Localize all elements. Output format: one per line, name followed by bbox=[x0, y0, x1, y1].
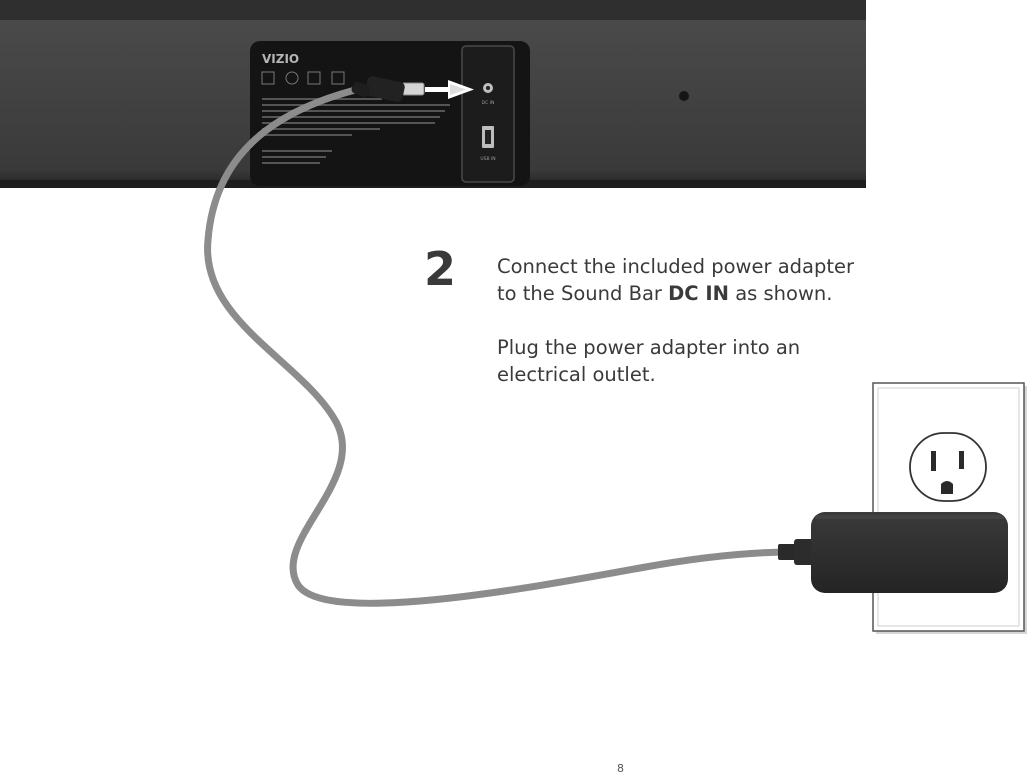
soundbar: VIZIO DC IN bbox=[0, 0, 866, 188]
soundbar-screw-hole bbox=[679, 91, 689, 101]
brand-logo: VIZIO bbox=[262, 52, 299, 66]
instruction-line-1: Connect the included power adapter bbox=[497, 255, 855, 278]
page-number: 8 bbox=[617, 762, 624, 775]
outlet-slot-left bbox=[931, 451, 936, 471]
power-adapter-icon bbox=[778, 512, 1008, 593]
outlet-slot-right bbox=[959, 451, 964, 469]
instruction-line-3: Plug the power adapter into an bbox=[497, 336, 801, 359]
instruction-line-2-prefix: to the Sound Bar bbox=[497, 282, 669, 305]
step-number: 2 bbox=[424, 242, 457, 296]
usb-in-port-label: USB IN bbox=[480, 156, 495, 162]
instruction-paragraph-plug: Plug the power adapter into an electrica… bbox=[497, 334, 917, 388]
outlet-receptacle bbox=[909, 432, 987, 502]
arrow-right-icon bbox=[425, 80, 474, 99]
outlet-ground-hole bbox=[941, 481, 953, 494]
dc-in-port-label: DC IN bbox=[482, 100, 495, 106]
soundbar-top-edge bbox=[0, 0, 866, 20]
instruction-line-2-suffix: as shown. bbox=[729, 282, 833, 305]
dc-plug-icon bbox=[351, 76, 425, 102]
dc-in-label: DC IN bbox=[668, 282, 729, 305]
instruction-paragraph-connect: Connect the included power adapter to th… bbox=[497, 253, 917, 307]
instruction-line-4: electrical outlet. bbox=[497, 363, 656, 386]
wall-outlet-icon bbox=[872, 382, 1027, 634]
power-cable bbox=[204, 86, 796, 607]
step-instructions: Connect the included power adapter to th… bbox=[497, 253, 917, 388]
certification-marks bbox=[261, 71, 345, 85]
port-strip bbox=[461, 45, 515, 183]
